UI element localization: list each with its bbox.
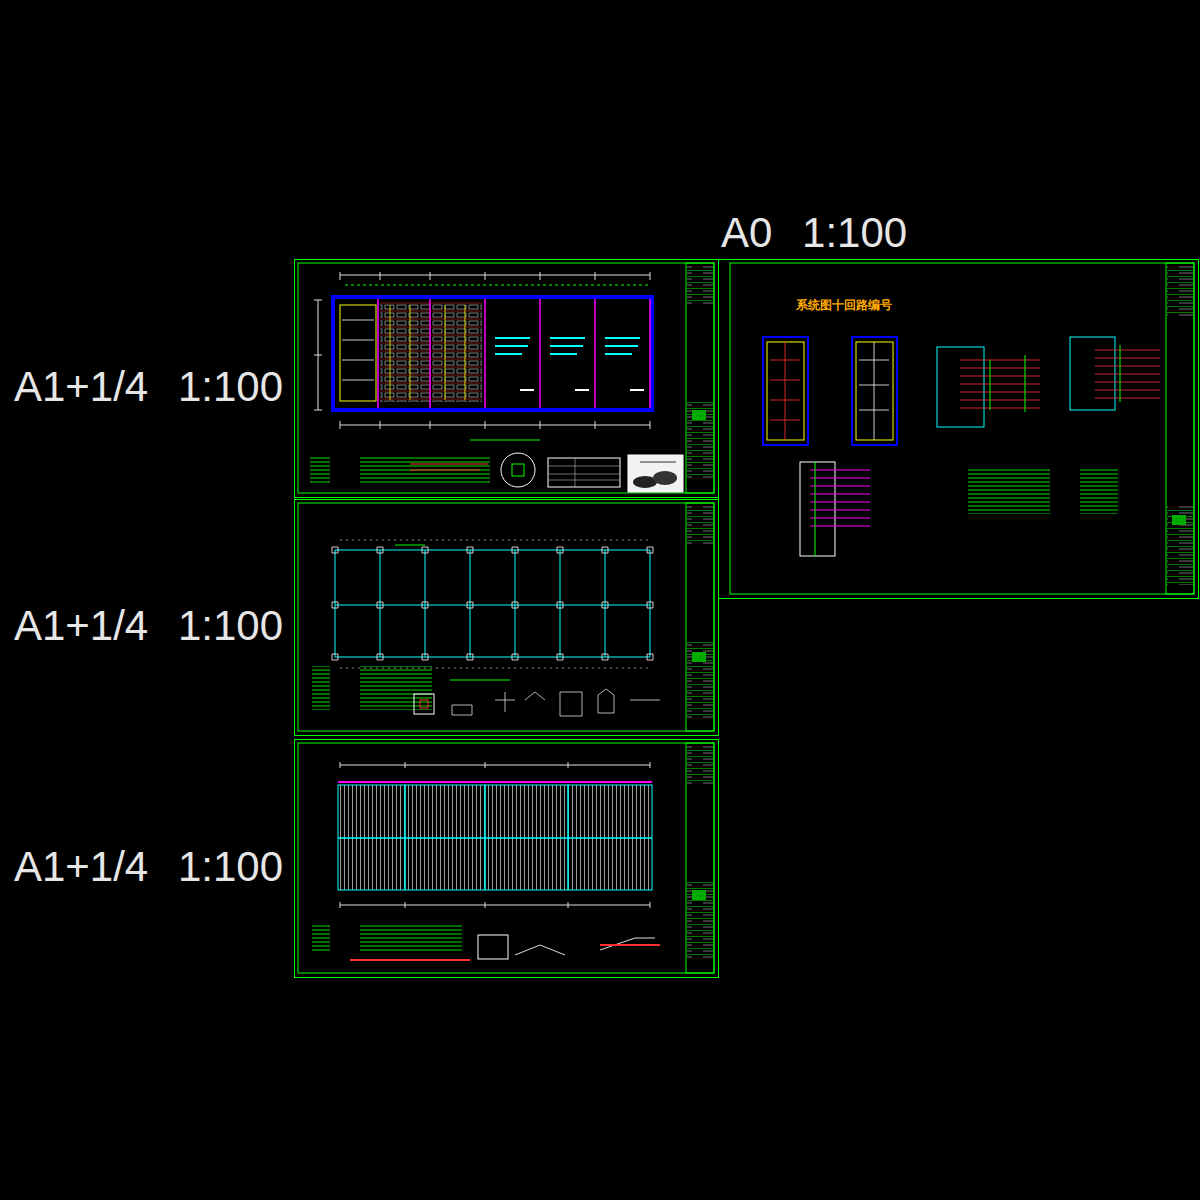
system-diagram-sheet-part (856, 342, 893, 440)
floor-plan-sheet-part (640, 462, 676, 463)
roof-sheet-part (338, 785, 652, 890)
floor-plan-sheet-part (686, 263, 714, 493)
foundation-sheet-part (420, 700, 428, 708)
scale-label: A1+1/4 1:100 (14, 846, 283, 888)
foundation-sheet-part (687, 506, 713, 546)
system-diagram-sheet-part (810, 470, 870, 526)
system-diagram-sheet-part (730, 263, 1194, 594)
system-diagram-sheet-part (1172, 515, 1186, 525)
floor-plan-sheet-part (342, 320, 374, 380)
floor-plan-sheet-part (380, 302, 482, 402)
floor-plan-sheet-part (390, 305, 465, 400)
floor-plan-sheet-part (340, 272, 650, 280)
roof-sheet-part (692, 890, 706, 900)
drawing-sheet: A1+1/4 1:100 (294, 739, 719, 978)
floor-plan-sheet-part (687, 266, 713, 306)
roof-sheet-part (298, 743, 714, 973)
floor-plan-sheet-part (692, 410, 706, 420)
floor-plan-sheet-part (378, 299, 650, 408)
floor-plan-sheet-part (687, 400, 713, 480)
system-diagram-sheet-part (815, 462, 816, 556)
floor-plan-sheet-part (310, 456, 490, 484)
foundation-sheet (298, 503, 714, 731)
foundation-sheet-part (686, 503, 714, 731)
foundation-sheet-part (335, 550, 650, 657)
roof-sheet-part (600, 944, 660, 946)
floor-plan-sheet (298, 263, 714, 493)
system-diagram-sheet (730, 263, 1194, 594)
foundation-sheet-part (340, 540, 650, 668)
system-diagram-sheet-part (859, 342, 889, 440)
system-diagram-sheet-part (968, 468, 1118, 514)
system-diagram-sheet-part (1167, 266, 1193, 316)
sheet-heading: 系统图十回路编号 (796, 298, 892, 312)
floor-plan-sheet-part (340, 305, 376, 401)
scale-label: A1+1/4 1:100 (14, 605, 283, 647)
system-diagram-sheet-part (770, 342, 800, 440)
floor-plan-sheet-part (333, 297, 652, 410)
floor-plan-sheet-part (520, 389, 644, 391)
system-diagram-sheet-part (800, 462, 835, 556)
floor-plan-sheet-part (314, 300, 322, 410)
roof-sheet-part (687, 880, 713, 960)
floor-plan-sheet-part (512, 464, 524, 476)
roof-sheet-part (340, 762, 650, 768)
foundation-sheet-part (395, 545, 510, 680)
system-diagram-sheet-part (852, 337, 897, 445)
floor-plan-sheet-part (628, 455, 683, 492)
system-diagram-sheet-part (1166, 263, 1194, 594)
scale-label: A1+1/4 1:100 (14, 366, 283, 408)
floor-plan-sheet-part (653, 471, 677, 485)
roof-sheet-part (312, 925, 462, 953)
roof-sheet-part (478, 935, 508, 959)
floor-plan-sheet-part (298, 263, 714, 493)
roof-sheet-part (338, 781, 652, 783)
foundation-sheet-part (332, 547, 653, 660)
roof-sheet-part (338, 785, 652, 890)
system-diagram-sheet-part (1120, 345, 1121, 402)
roof-sheet (298, 743, 714, 973)
roof-sheet-part (340, 902, 650, 908)
floor-plan-sheet-part (495, 338, 640, 354)
system-diagram-sheet-part (1167, 505, 1193, 585)
drawing-sheet: A0 1:100系统图十回路编号 (718, 259, 1199, 599)
foundation-sheet-part (452, 689, 660, 716)
foundation-sheet-part (692, 652, 706, 662)
foundation-sheet-part (687, 640, 713, 720)
floor-plan-sheet-part (501, 453, 535, 487)
system-diagram-sheet-part (937, 347, 984, 427)
scale-label: A0 1:100 (721, 212, 907, 254)
floor-plan-sheet-part (410, 464, 488, 470)
floor-plan-sheet-part (470, 440, 540, 441)
system-diagram-sheet-part (763, 337, 808, 445)
roof-sheet-part (350, 959, 470, 961)
roof-sheet-part (687, 746, 713, 786)
drawing-sheet: A1+1/4 1:100 (294, 499, 719, 736)
system-diagram-sheet-part (1095, 350, 1160, 398)
floor-plan-sheet-part (548, 458, 620, 487)
system-diagram-sheet-part (767, 342, 804, 440)
foundation-sheet-part (298, 503, 714, 731)
foundation-sheet-part (414, 694, 434, 714)
system-diagram-sheet-part (960, 360, 1040, 408)
foundation-sheet-part (335, 550, 650, 657)
roof-sheet-part (515, 938, 655, 955)
floor-plan-sheet-part (345, 285, 648, 286)
floor-plan-sheet-part (340, 421, 650, 429)
roof-sheet-part (686, 743, 714, 973)
system-diagram-sheet-part (990, 355, 1025, 412)
system-diagram-sheet-part (1070, 337, 1115, 410)
floor-plan-sheet-part (548, 458, 620, 487)
drawing-sheet: A1+1/4 1:100 (294, 259, 719, 498)
